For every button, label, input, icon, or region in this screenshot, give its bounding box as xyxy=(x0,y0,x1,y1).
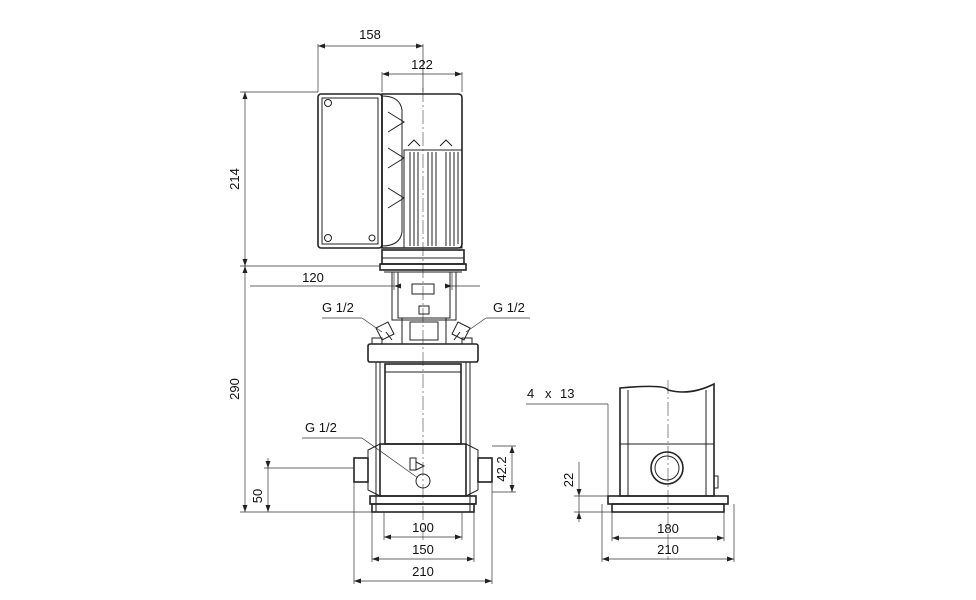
dim-122: 122 xyxy=(381,57,463,92)
dim-210-side: 210 xyxy=(601,504,735,562)
callout-port-drain: G 1/2 xyxy=(302,420,419,479)
dim-100-label: 100 xyxy=(412,520,434,535)
vent-plug-right xyxy=(451,321,471,341)
dim-290-label: 290 xyxy=(227,378,242,400)
motor-housing xyxy=(381,93,463,249)
dim-120-label: 120 xyxy=(302,270,324,285)
dim-214: 214 xyxy=(227,91,380,267)
port-drain-label: G 1/2 xyxy=(305,420,337,435)
pump-base xyxy=(353,443,493,513)
dim-50: 50 xyxy=(250,458,354,512)
dim-42-2-label: 42.2 xyxy=(494,456,509,481)
motor-flange xyxy=(379,249,467,271)
dim-158-label: 158 xyxy=(359,27,381,42)
dim-180: 180 xyxy=(611,512,725,541)
dim-22-label: 22 xyxy=(561,473,576,487)
dim-120: 120 xyxy=(250,270,480,290)
holes-size: 13 xyxy=(560,386,574,401)
callout-port-left: G 1/2 xyxy=(322,300,383,333)
dim-210-front: 210 xyxy=(353,482,493,584)
dim-122-label: 122 xyxy=(411,57,433,72)
dim-150-label: 150 xyxy=(412,542,434,557)
dim-210-side-label: 210 xyxy=(657,542,679,557)
dim-180-label: 180 xyxy=(657,521,679,536)
dim-100: 100 xyxy=(383,512,463,540)
pump-head xyxy=(367,337,479,363)
dim-22: 22 xyxy=(561,462,612,522)
dim-290: 290 xyxy=(227,266,372,513)
dim-42-2: 42.2 xyxy=(492,445,516,493)
dim-150: 150 xyxy=(371,512,475,562)
side-view: 4 x 13 22 180 210 xyxy=(526,380,735,562)
front-view: 158 122 214 120 xyxy=(227,27,530,584)
dim-210-front-label: 210 xyxy=(412,564,434,579)
holes-times: x xyxy=(545,386,552,401)
dim-214-label: 214 xyxy=(227,168,242,190)
dim-50-label: 50 xyxy=(250,489,265,503)
side-housing xyxy=(619,382,719,497)
port-left-label: G 1/2 xyxy=(322,300,354,315)
vent-plug-left xyxy=(375,321,395,341)
dim-158: 158 xyxy=(317,27,424,92)
callout-holes: 4 x 13 xyxy=(526,386,609,496)
holes-count: 4 xyxy=(527,386,534,401)
side-base xyxy=(607,495,729,513)
coupling xyxy=(384,271,462,345)
terminal-box xyxy=(317,93,383,249)
port-right-label: G 1/2 xyxy=(493,300,525,315)
callout-port-right: G 1/2 xyxy=(465,300,530,333)
